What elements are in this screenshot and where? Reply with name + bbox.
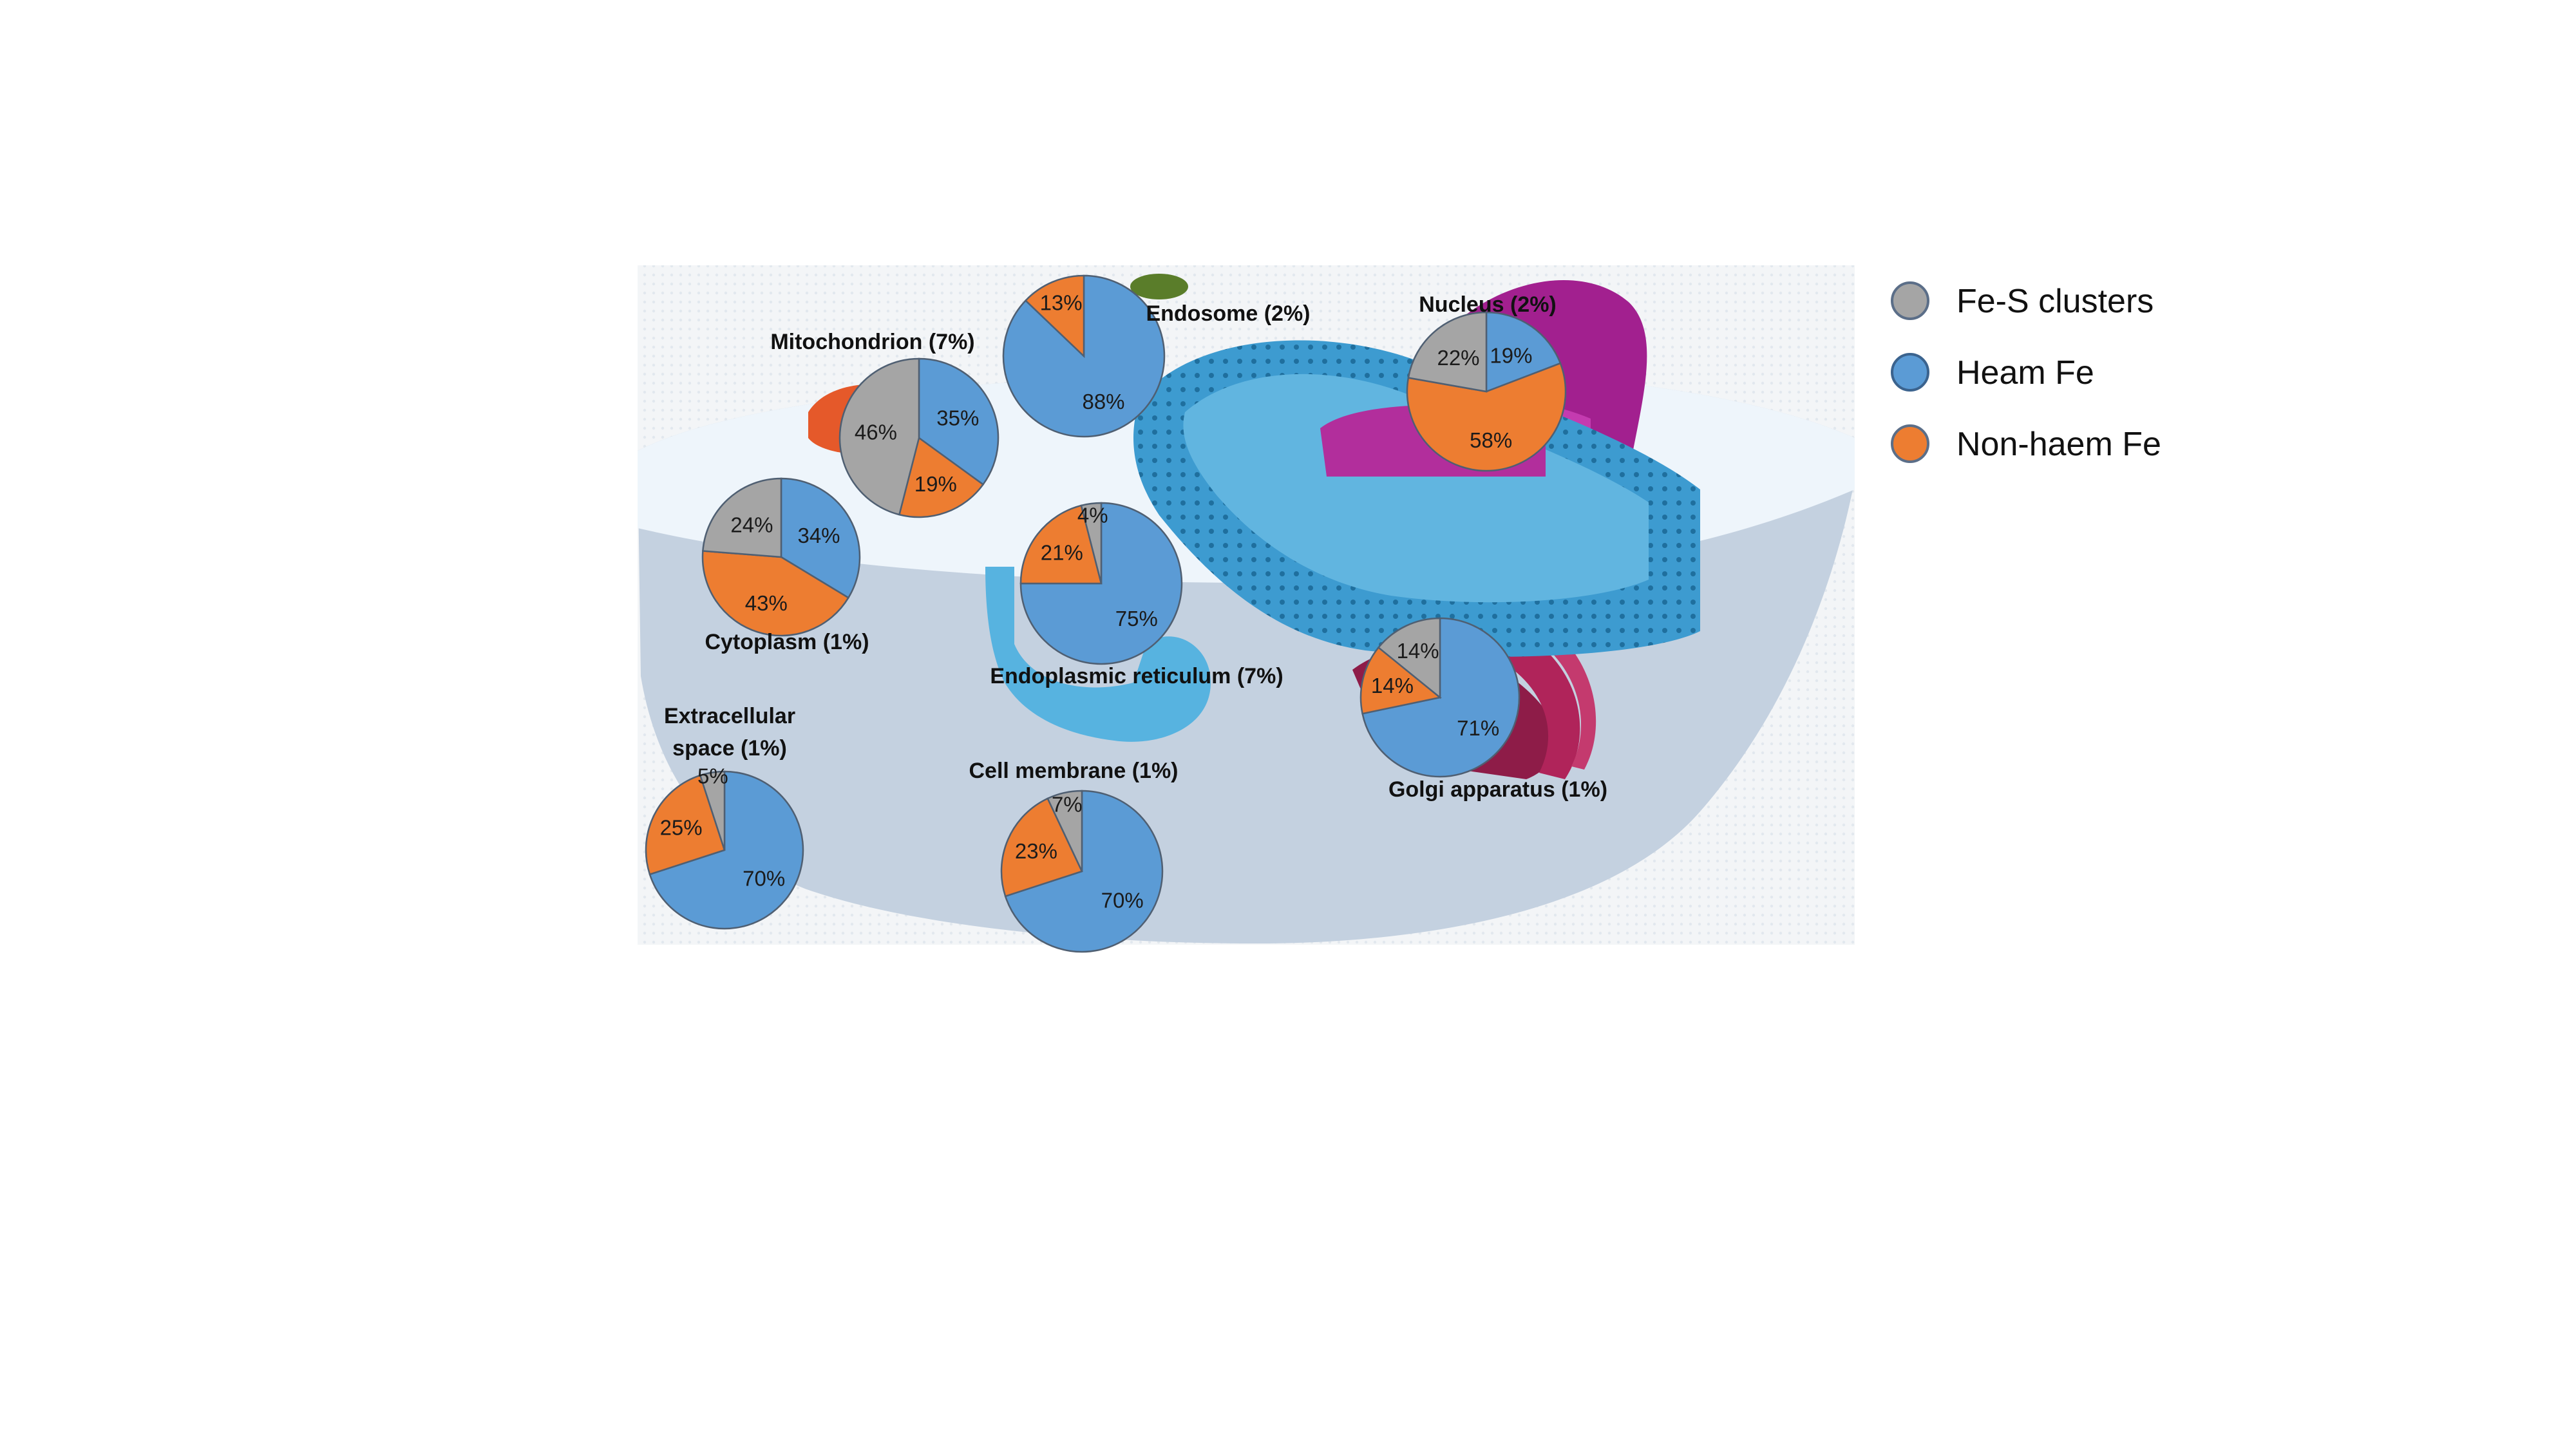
pie-data-label: 70% — [743, 867, 785, 891]
pie-slice-fe-s-clusters — [1407, 311, 1488, 393]
er-stack-inner — [1183, 374, 1649, 603]
pie-slice-non-haem-fe — [701, 550, 850, 637]
pie-data-label: 88% — [1082, 390, 1124, 413]
pie-chart-golgi-apparatus: 71% 14% 14% Golgi apparatus (1%) — [1359, 617, 1607, 802]
pie-data-label: 4% — [1077, 504, 1108, 527]
pie-slice-heam-fe — [780, 477, 861, 599]
pie-data-label: 13% — [1040, 290, 1083, 314]
legend: Fe-S clusters Heam Fe Non-haem Fe — [1891, 281, 2161, 463]
pie-slice-fe-s-clusters — [699, 770, 726, 851]
pie-slice-non-haem-fe — [1359, 646, 1442, 715]
pie-slice-non-haem-fe — [898, 436, 985, 518]
legend-label-fe-s-clusters: Fe-S clusters — [1956, 283, 2154, 320]
pie-title: Extracellular — [664, 704, 795, 728]
pie-data-label: 19% — [1490, 343, 1532, 367]
pie-data-label: 46% — [855, 421, 897, 444]
pie-title: Nucleus (2%) — [1419, 292, 1557, 317]
pie-slice-non-haem-fe — [645, 774, 726, 876]
pie-data-label: 35% — [936, 406, 979, 430]
pie-slice-heam-fe — [1019, 502, 1183, 665]
pie-chart-extracellular-space: 70% 25% 5% Extracellular space (1%) — [645, 704, 804, 930]
legend-item-non-haem-fe: Non-haem Fe — [1891, 424, 2161, 463]
pie-data-label: 23% — [1015, 839, 1057, 863]
pie-slice-heam-fe — [1485, 311, 1562, 393]
pie-chart-cell-membrane: 70% 23% 7% Cell membrane (1%) — [969, 759, 1179, 953]
pie-slice-non-haem-fe — [1019, 504, 1103, 585]
pie-data-label: 7% — [1052, 792, 1083, 816]
endosome — [1130, 274, 1188, 299]
legend-item-heam-fe: Heam Fe — [1891, 353, 2094, 392]
legend-swatch-heam-fe — [1891, 353, 1929, 392]
pie-slice-non-haem-fe — [1000, 797, 1083, 898]
pie-charts: 19% 58% 22% Nucleus (2%) 88% 13% Endosome (2%)… — [645, 274, 1607, 953]
pie-data-label: 5% — [697, 764, 728, 788]
pie-data-label: 75% — [1115, 607, 1158, 630]
pie-title: Endosome (2%) — [1146, 301, 1310, 326]
pie-chart-cytoplasm: 34% 43% 24% Cytoplasm (1%) — [701, 477, 869, 654]
smooth-er — [985, 567, 1211, 742]
pie-title: Cytoplasm (1%) — [705, 630, 869, 654]
pie-data-label: 14% — [1371, 674, 1414, 697]
pie-title: Cell membrane (1%) — [969, 759, 1179, 783]
pie-data-label: 22% — [1437, 346, 1479, 370]
pie-chart-nucleus: 19% 58% 22% Nucleus (2%) — [1406, 292, 1567, 472]
pie-chart-mitochondrion: 35% 19% 46% Mitochondrion (7%) — [770, 330, 999, 518]
pie-slice-fe-s-clusters — [1377, 617, 1441, 699]
pie-slice-non-haem-fe — [1024, 274, 1085, 358]
pie-slice-non-haem-fe — [1406, 362, 1567, 472]
pie-slice-heam-fe — [1004, 790, 1164, 953]
pie-slice-fe-s-clusters — [1080, 502, 1103, 584]
pie-data-label: 34% — [797, 524, 840, 547]
pie-slice-fe-s-clusters — [702, 477, 782, 558]
pie-title: Endoplasmic reticulum (7%) — [990, 664, 1283, 688]
pie-slice-fe-s-clusters — [1046, 790, 1083, 872]
pie-slice-fe-s-clusters — [838, 357, 920, 516]
pie-title: space (1%) — [672, 736, 787, 761]
pie-title: Golgi apparatus (1%) — [1388, 777, 1607, 802]
legend-label-non-haem-fe: Non-haem Fe — [1956, 426, 2161, 463]
pie-chart-endoplasmic-reticulum: 75% 21% 4% Endoplasmic reticulum (7%) — [990, 502, 1283, 688]
legend-item-fe-s-clusters: Fe-S clusters — [1891, 281, 2154, 320]
pie-title: Mitochondrion (7%) — [770, 330, 974, 354]
pie-data-label: 14% — [1397, 639, 1439, 663]
legend-swatch-fe-s-clusters — [1891, 281, 1929, 320]
pie-data-label: 21% — [1041, 541, 1083, 565]
legend-label-heam-fe: Heam Fe — [1956, 354, 2094, 392]
pie-data-label: 71% — [1457, 716, 1499, 740]
pie-data-label: 43% — [745, 591, 788, 615]
pie-chart-endosome: 88% 13% Endosome (2%) — [1002, 274, 1311, 438]
pie-data-label: 25% — [660, 816, 703, 840]
pie-data-label: 19% — [914, 472, 957, 496]
legend-swatch-non-haem-fe — [1891, 424, 1929, 463]
pie-data-label: 24% — [730, 513, 773, 537]
pie-data-label: 70% — [1101, 889, 1144, 913]
pie-slice-heam-fe — [918, 357, 999, 486]
pie-data-label: 58% — [1470, 428, 1512, 452]
pie-slice-heam-fe — [649, 770, 804, 930]
